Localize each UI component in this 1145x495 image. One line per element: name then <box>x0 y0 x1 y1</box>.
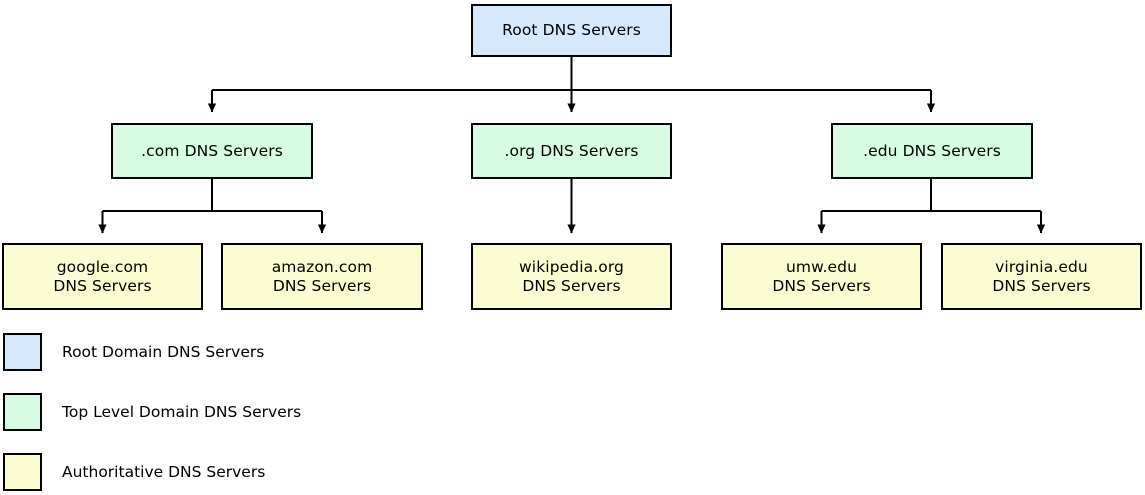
node-label: virginia.edu DNS Servers <box>992 257 1091 295</box>
edge-root-to-tld-bus <box>212 57 931 92</box>
node-edu-dns-servers[interactable]: .edu DNS Servers <box>831 123 1033 179</box>
node-label: amazon.com DNS Servers <box>271 257 373 295</box>
node-label: Root DNS Servers <box>502 21 641 39</box>
node-com-dns-servers[interactable]: .com DNS Servers <box>111 123 313 179</box>
legend-label: Top Level Domain DNS Servers <box>62 402 302 421</box>
legend-item-top-level-domain: Top Level Domain DNS Servers <box>0 392 301 432</box>
node-amazon-com-dns-servers[interactable]: amazon.com DNS Servers <box>221 243 423 310</box>
node-label: umw.edu DNS Servers <box>772 257 871 295</box>
legend-swatch-root-domain <box>3 333 42 371</box>
legend-label: Root Domain DNS Servers <box>62 342 265 361</box>
node-virginia-edu-dns-servers[interactable]: virginia.edu DNS Servers <box>941 243 1142 310</box>
legend-label: Authoritative DNS Servers <box>62 462 266 481</box>
node-root-dns-servers[interactable]: Root DNS Servers <box>471 4 672 57</box>
node-wikipedia-org-dns-servers[interactable]: wikipedia.org DNS Servers <box>471 243 672 310</box>
legend-item-authoritative: Authoritative DNS Servers <box>0 452 265 492</box>
node-label: google.com DNS Servers <box>53 257 152 295</box>
legend-item-root-domain: Root Domain DNS Servers <box>0 332 264 372</box>
node-google-com-dns-servers[interactable]: google.com DNS Servers <box>2 243 203 310</box>
node-label: .edu DNS Servers <box>863 141 1001 160</box>
edge-edu-to-children-bus <box>821 179 1041 213</box>
node-label: .org DNS Servers <box>504 141 639 160</box>
legend-swatch-authoritative <box>3 453 42 491</box>
node-label: .com DNS Servers <box>141 141 283 160</box>
edge-com-to-children-bus <box>102 179 322 213</box>
node-umw-edu-dns-servers[interactable]: umw.edu DNS Servers <box>721 243 922 310</box>
node-label: wikipedia.org DNS Servers <box>519 257 624 295</box>
node-org-dns-servers[interactable]: .org DNS Servers <box>471 123 672 179</box>
legend-swatch-top-level-domain <box>3 393 42 431</box>
